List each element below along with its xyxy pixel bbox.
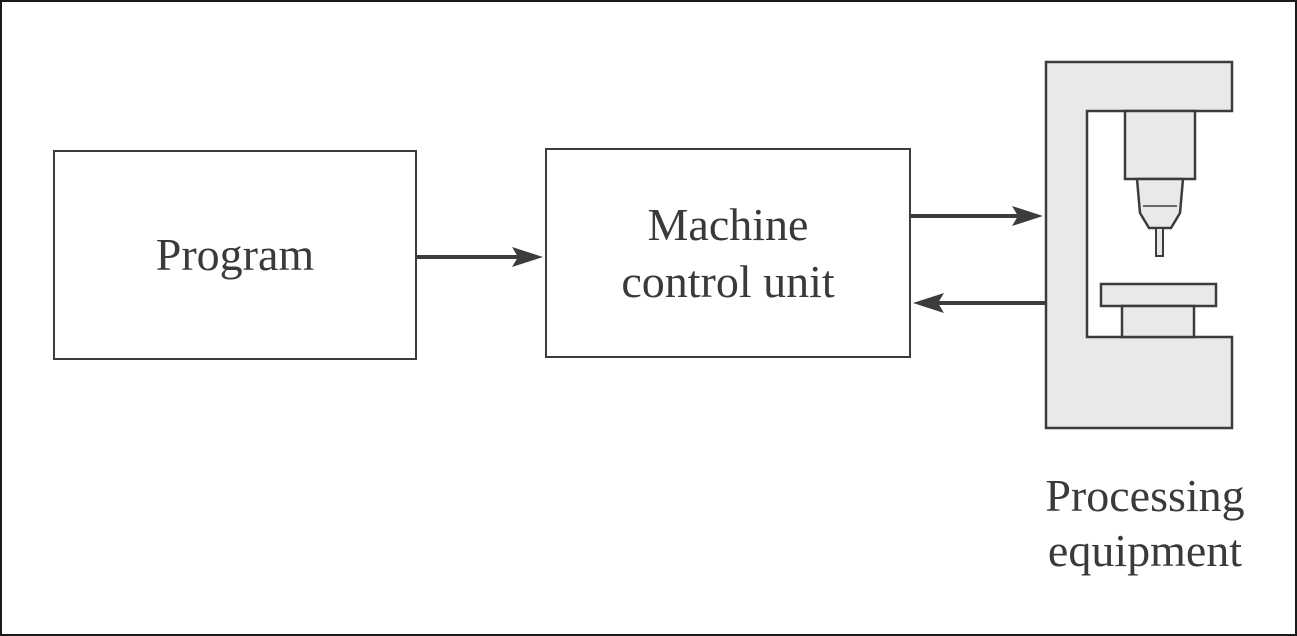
tool-bit (1155, 227, 1164, 257)
spindle-head (1123, 109, 1197, 181)
machine-control-unit-block: Machine control unit (545, 148, 911, 358)
program-label: Program (155, 229, 315, 281)
table-base (1120, 304, 1196, 339)
worktable (1099, 282, 1218, 308)
mcu-label-line2: control unit (621, 256, 835, 307)
machine-frame (1044, 60, 1234, 430)
equipment-label-line1: Processing (1045, 470, 1245, 521)
arrow-equipment-to-mcu (913, 293, 1045, 313)
arrow-mcu-to-equipment (911, 206, 1043, 226)
arrow-program-to-mcu (417, 247, 543, 267)
processing-equipment-label: Processing equipment (1010, 468, 1280, 578)
chuck (1135, 177, 1185, 230)
equipment-label-line2: equipment (1047, 525, 1243, 577)
processing-equipment-illustration (1044, 60, 1234, 430)
mcu-label-line1: Machine (647, 198, 809, 250)
program-block: Program (53, 150, 417, 360)
